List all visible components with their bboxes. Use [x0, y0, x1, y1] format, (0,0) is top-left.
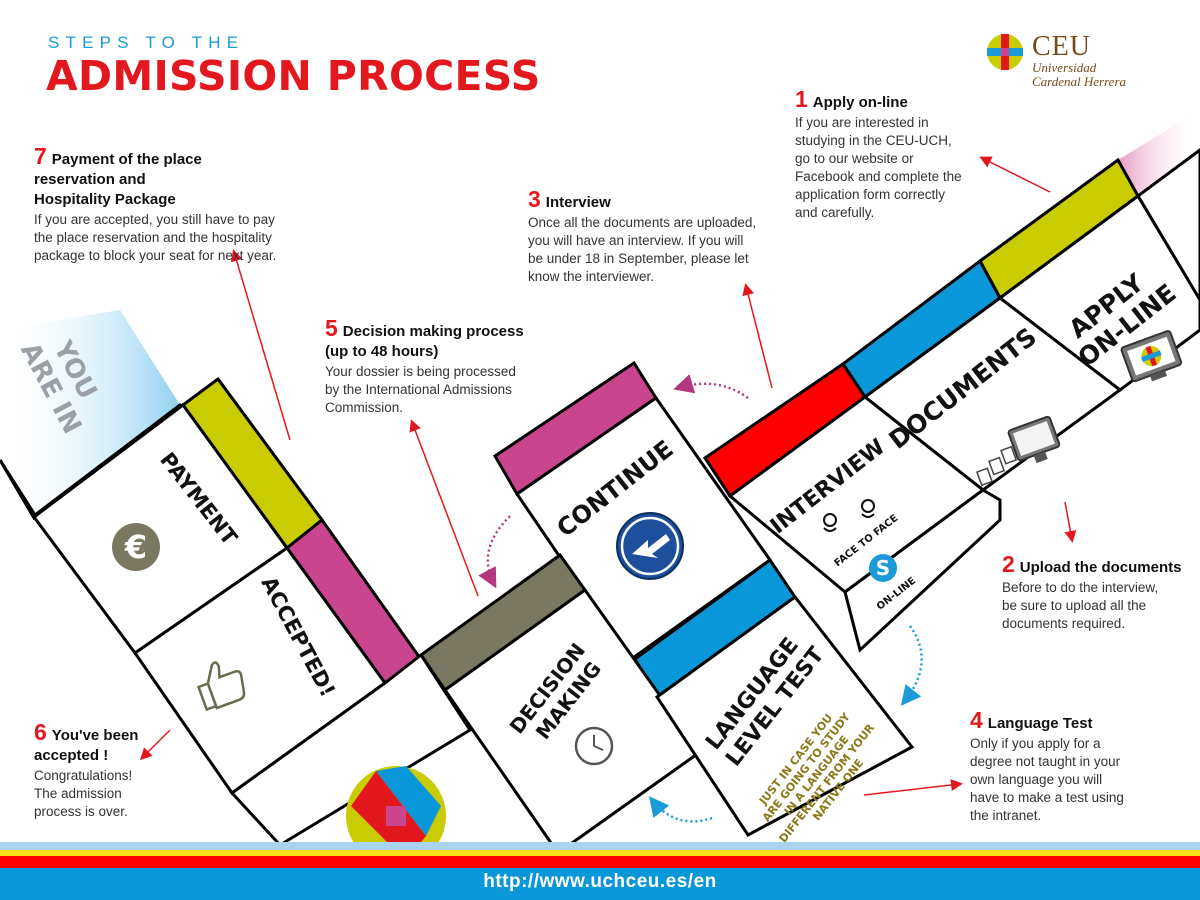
step-line: have to make a test using	[970, 790, 1124, 805]
page-subtitle: STEPS TO THE	[48, 33, 245, 52]
skype-icon: S	[869, 554, 897, 582]
step-line: If you are interested in	[795, 115, 929, 130]
logo-name: CEU	[1032, 31, 1091, 62]
step-line: package to block your seat for next year…	[34, 248, 277, 263]
step-title-line-2: accepted !	[34, 747, 109, 764]
tile-language-test	[654, 594, 915, 837]
step-line: Before to do the interview,	[1002, 580, 1159, 595]
track-start-fade	[1118, 110, 1200, 196]
step-line: be sure to upload all the	[1002, 598, 1147, 613]
ceu-logo: CEU Universidad Cardenal Herrera	[986, 33, 1126, 89]
step-number: 6	[34, 719, 47, 745]
step-line: go to our website or	[795, 151, 914, 166]
step-title: Upload the documents	[1019, 559, 1182, 576]
flow-arrows	[478, 374, 923, 823]
step-line: degree not taught in your	[970, 754, 1121, 769]
step-line: own language you will	[970, 772, 1103, 787]
step-line: Congratulations!	[34, 768, 133, 783]
step-line: Only if you apply for a	[970, 736, 1101, 751]
step-number: 5	[325, 315, 338, 341]
step-line: you will have an interview. If you will	[528, 233, 744, 248]
step-number: 3	[528, 186, 541, 212]
step-title-line-3: Hospitality Package	[34, 191, 176, 208]
connector-arrows	[139, 156, 1077, 796]
step-number: 4	[970, 707, 983, 733]
step-title: Payment of the place	[51, 151, 202, 168]
step-title: Decision making process	[342, 323, 524, 340]
step-title: Interview	[545, 194, 611, 211]
step-line: studying in the CEU-UCH,	[795, 133, 952, 148]
step-line: Your dossier is being processed	[325, 364, 516, 379]
step-line: The admission	[34, 786, 122, 801]
step-line: and carefully.	[795, 205, 875, 220]
ceu-logo-icon	[987, 34, 1023, 70]
footer-url-link[interactable]: http://www.uchceu.es/en	[483, 871, 717, 892]
page-title: ADMISSION PROCESS	[46, 52, 541, 100]
face-to-face-icon	[823, 499, 875, 532]
step-line: by the International Admissions	[325, 382, 512, 397]
step-number: 7	[34, 143, 47, 169]
footer-stripes	[0, 842, 1200, 900]
euro-icon: €	[112, 523, 160, 571]
ceu-ball-icon	[346, 766, 446, 866]
lower-track	[418, 552, 915, 856]
step-line: the place reservation and the hospitalit…	[34, 230, 272, 245]
step-line: Commission.	[325, 400, 404, 415]
step-title-line-2: reservation and	[34, 171, 146, 188]
logo-line-2: Cardenal Herrera	[1032, 74, 1127, 89]
svg-text:S: S	[876, 556, 890, 580]
step-number: 1	[795, 86, 808, 112]
documents-monitor-icon	[975, 415, 1061, 487]
upper-track	[702, 110, 1200, 653]
monitor-logo-icon	[1120, 330, 1183, 383]
step-number: 2	[1002, 551, 1015, 577]
start-fade	[0, 310, 180, 515]
svg-text:€: €	[124, 528, 147, 566]
step-line: process is over.	[34, 804, 128, 819]
step-line: documents required.	[1002, 616, 1126, 631]
step-line: know the interviewer.	[528, 269, 655, 284]
thumbs-up-icon	[196, 661, 246, 712]
step-title: Language Test	[987, 715, 1093, 732]
step-line: Facebook and complete the	[795, 169, 962, 184]
logo-line-1: Universidad	[1032, 60, 1097, 75]
step-line: Once all the documents are uploaded,	[528, 215, 757, 230]
step-line: If you are accepted, you still have to p…	[34, 212, 275, 227]
step-line: application form correctly	[795, 187, 946, 202]
step-title-line-2: (up to 48 hours)	[325, 343, 439, 360]
left-track	[0, 310, 473, 847]
step-line: the intranet.	[970, 808, 1042, 823]
arrow-sign-icon	[616, 512, 684, 580]
step-title: Apply on-line	[812, 94, 908, 111]
step-line: be under 18 in September, please let	[528, 251, 749, 266]
clock-icon	[574, 726, 614, 766]
step-title: You've been	[51, 727, 139, 744]
